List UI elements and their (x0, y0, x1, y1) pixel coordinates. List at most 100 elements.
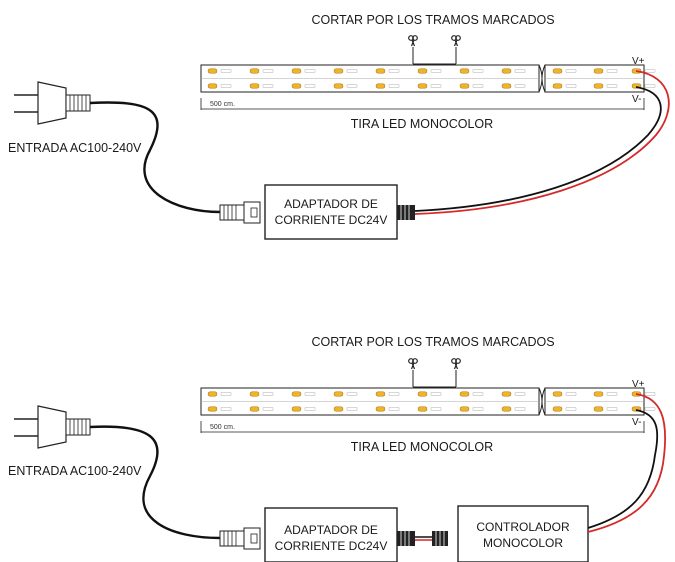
scissors-icon (451, 35, 461, 47)
power-plug (14, 405, 91, 449)
led-chip (333, 68, 344, 74)
led-chip (207, 83, 218, 89)
led-chip (333, 83, 344, 89)
length-label: 500 cm. (210, 424, 235, 431)
led-chip (291, 68, 302, 74)
resistor-chip (304, 407, 316, 411)
resistor-chip (644, 69, 656, 73)
resistor-chip (606, 392, 618, 396)
led-chip (375, 68, 386, 74)
positive-wire (414, 70, 670, 215)
resistor-chip (514, 407, 526, 411)
resistor-chip (472, 69, 484, 73)
resistor-chip (262, 407, 274, 411)
led-chip (417, 406, 428, 412)
resistor-chip (388, 392, 400, 396)
input-voltage-label: ENTRADA AC100-240V (8, 464, 142, 478)
led-strip (200, 387, 656, 416)
resistor-chip (220, 69, 232, 73)
resistor-chip (388, 84, 400, 88)
resistor-chip (514, 69, 526, 73)
negative-wire (587, 409, 659, 529)
resistor-chip (472, 407, 484, 411)
led-chip (501, 391, 512, 397)
strip-label: TIRA LED MONOCOLOR (351, 440, 493, 454)
resistor-chip (346, 69, 358, 73)
controller-input-plug (432, 531, 448, 546)
strip-label: TIRA LED MONOCOLOR (351, 117, 493, 131)
v-minus-label: V- (632, 94, 641, 105)
led-chip (207, 391, 218, 397)
resistor-chip (565, 407, 577, 411)
led-chip (417, 83, 428, 89)
led-chip (593, 83, 604, 89)
led-chip (593, 406, 604, 412)
diagram-2: CORTAR POR LOS TRAMOS MARCADOS (8, 335, 667, 562)
resistor-chip (565, 84, 577, 88)
resistor-chip (514, 84, 526, 88)
diagram-1: CORTAR POR LOS TRAMOS MARCADOS (8, 13, 670, 240)
resistor-chip (346, 407, 358, 411)
dc-connector (219, 201, 261, 224)
resistor-chip (565, 392, 577, 396)
controller-label: CONTROLADOR (476, 520, 570, 534)
led-chip (333, 391, 344, 397)
positive-wire (587, 393, 667, 533)
length-dimension (200, 421, 645, 433)
v-plus-label: V+ (632, 379, 645, 390)
led-chip (291, 391, 302, 397)
resistor-chip (430, 84, 442, 88)
led-chip (459, 391, 470, 397)
cut-marker (412, 370, 457, 388)
cut-instruction-label: CORTAR POR LOS TRAMOS MARCADOS (311, 335, 554, 349)
ac-cable (89, 101, 221, 214)
controller-box (457, 505, 589, 562)
power-adapter-label: CORRIENTE DC24V (275, 539, 388, 553)
length-dimension (200, 98, 645, 110)
led-chip (291, 406, 302, 412)
led-chip (207, 406, 218, 412)
scissors-icon (451, 358, 461, 370)
led-chip (417, 68, 428, 74)
led-chip (375, 406, 386, 412)
resistor-chip (644, 407, 656, 411)
led-chip (501, 406, 512, 412)
v-plus-label: V+ (632, 56, 645, 67)
led-chip (552, 83, 563, 89)
power-plug (14, 81, 91, 125)
resistor-chip (472, 392, 484, 396)
led-chip (552, 406, 563, 412)
resistor-chip (430, 407, 442, 411)
scissors-icon (408, 358, 418, 370)
resistor-chip (220, 407, 232, 411)
power-adapter-label: ADAPTADOR DE (284, 197, 378, 211)
led-chip (593, 68, 604, 74)
resistor-chip (304, 392, 316, 396)
led-chip (459, 68, 470, 74)
led-chip (501, 83, 512, 89)
dc-output-plug (397, 205, 415, 220)
led-chip (249, 391, 260, 397)
led-chip (375, 391, 386, 397)
resistor-chip (304, 84, 316, 88)
resistor-chip (644, 392, 656, 396)
resistor-chip (606, 407, 618, 411)
resistor-chip (304, 69, 316, 73)
resistor-chip (262, 392, 274, 396)
v-minus-label: V- (632, 417, 641, 428)
dc-output-plug (397, 531, 415, 546)
ac-cable (89, 425, 221, 540)
resistor-chip (430, 69, 442, 73)
resistor-chip (262, 69, 274, 73)
led-chip (375, 83, 386, 89)
length-label: 500 cm. (210, 101, 235, 108)
resistor-chip (430, 392, 442, 396)
led-chip (249, 406, 260, 412)
dc-connector (219, 527, 261, 550)
led-chip (459, 83, 470, 89)
led-strip (200, 64, 656, 93)
led-chip (249, 83, 260, 89)
resistor-chip (644, 84, 656, 88)
resistor-chip (220, 392, 232, 396)
